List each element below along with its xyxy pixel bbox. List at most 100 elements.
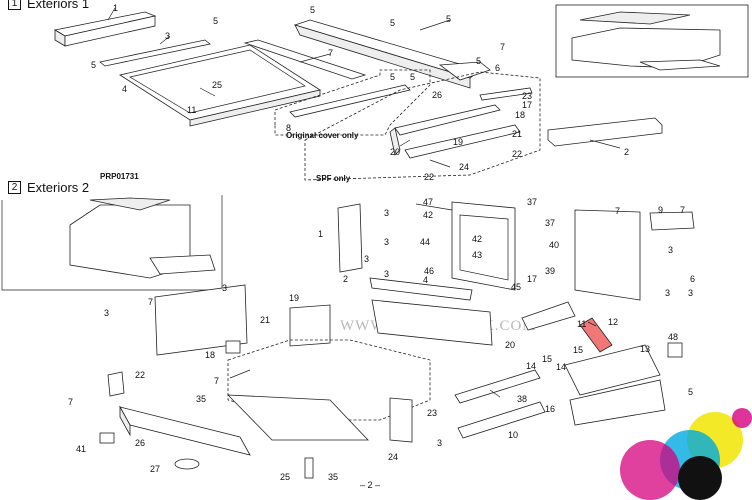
section-exteriors-2: 2 Exteriors 2 xyxy=(8,180,89,195)
callout-label: 21 xyxy=(512,129,522,139)
machine-inset-frame-bottom xyxy=(1,195,223,291)
callout-label: 13 xyxy=(640,344,650,354)
callout-label: 41 xyxy=(76,444,86,454)
callout-label: 5 xyxy=(91,60,96,70)
original-cover-boundary xyxy=(274,69,431,136)
callout-label: 26 xyxy=(432,90,442,100)
callout-label: 6 xyxy=(495,63,500,73)
callout-label: 14 xyxy=(526,361,536,371)
callout-label: 18 xyxy=(205,350,215,360)
callout-label: 16 xyxy=(545,404,555,414)
part-exit-tray xyxy=(569,379,666,426)
part-small-block xyxy=(667,342,683,358)
callout-label: 22 xyxy=(512,149,522,159)
callout-label: 5 xyxy=(410,72,415,82)
part-right-cover xyxy=(574,209,641,301)
part-paper-guide-unit xyxy=(564,344,661,396)
callout-label: 45 xyxy=(511,282,521,292)
callout-label: 3 xyxy=(668,245,673,255)
part-front-frame xyxy=(451,201,516,291)
callout-label: 37 xyxy=(545,218,555,228)
part-control-board xyxy=(154,284,248,356)
callout-label: 5 xyxy=(476,56,481,66)
callout-label: 3 xyxy=(364,254,369,264)
callout-label: 40 xyxy=(549,240,559,250)
callout-label: 38 xyxy=(517,394,527,404)
original-cover-note: Original cover only xyxy=(286,131,359,140)
callout-label: 24 xyxy=(388,452,398,462)
part-small-bracket xyxy=(649,211,695,231)
callout-label: 14 xyxy=(556,362,566,372)
diagram-code: PRP01731 xyxy=(100,172,139,181)
part-lower-rail xyxy=(457,401,546,439)
callout-label: 5 xyxy=(213,16,218,26)
callout-label: 18 xyxy=(515,110,525,120)
callout-label: 22 xyxy=(135,370,145,380)
section-number-box: 1 xyxy=(8,0,21,10)
callout-label: 35 xyxy=(196,394,206,404)
callout-label: 24 xyxy=(459,162,469,172)
callout-label: 7 xyxy=(328,48,333,58)
callout-label: 12 xyxy=(608,317,618,327)
part-front-frame-lower xyxy=(371,299,493,346)
part-front-panel-edge xyxy=(119,405,131,437)
callout-label: 7 xyxy=(615,206,620,216)
callout-label: 19 xyxy=(289,293,299,303)
callout-label: 5 xyxy=(446,14,451,24)
part-knob xyxy=(174,458,200,470)
callout-label: 46 xyxy=(424,266,434,276)
callout-label: 6 xyxy=(690,274,695,284)
decorative-color-circles xyxy=(620,408,752,500)
part-pin xyxy=(304,457,314,479)
callout-label: 15 xyxy=(542,354,552,364)
callout-label: 17 xyxy=(527,274,537,284)
part-label xyxy=(99,432,115,444)
callout-label: 42 xyxy=(472,234,482,244)
machine-inset-frame-top xyxy=(555,4,749,78)
leader-lines xyxy=(107,7,621,398)
callout-label: 5 xyxy=(390,18,395,28)
spf-boundary xyxy=(304,71,541,181)
part-upper-rail xyxy=(369,277,473,301)
spf-note: SPF only xyxy=(316,174,351,183)
callout-label: 15 xyxy=(573,345,583,355)
callout-label: 17 xyxy=(522,100,532,110)
callout-label: 39 xyxy=(545,266,555,276)
part-left-cover xyxy=(337,203,363,273)
callout-label: 7 xyxy=(214,376,219,386)
part-small-cover xyxy=(225,340,241,354)
part-guide-rail xyxy=(454,369,541,404)
callout-label: 27 xyxy=(150,464,160,474)
callout-label: 7 xyxy=(148,297,153,307)
callout-label: 48 xyxy=(668,332,678,342)
callout-label: 20 xyxy=(505,340,515,350)
callout-label: 21 xyxy=(260,315,270,325)
callout-label: 4 xyxy=(423,275,428,285)
part-display-panel xyxy=(289,304,331,347)
callout-label: 3 xyxy=(688,288,693,298)
section-title: Exteriors 1 xyxy=(27,0,90,11)
part-hinge-bracket xyxy=(107,371,125,397)
callout-label: 25 xyxy=(212,80,222,90)
callout-label: 2 xyxy=(343,274,348,284)
part-side-rail xyxy=(243,39,367,80)
callout-label: 3 xyxy=(384,208,389,218)
callout-labels-exteriors-1: 1 5 3 5 4 25 11 7 5 5 5 5 6 7 5 5 8 26 2… xyxy=(91,3,629,182)
callout-label: 7 xyxy=(500,42,505,52)
part-front-rail xyxy=(53,11,157,47)
machine-illustration-top xyxy=(571,11,721,71)
part-top-frame xyxy=(293,19,491,89)
callout-label: 1 xyxy=(113,3,118,13)
part-inner-frame xyxy=(227,394,369,441)
callout-label: 5 xyxy=(688,387,693,397)
part-11-highlighted xyxy=(579,317,613,353)
part-spf-guide xyxy=(389,87,533,159)
callout-label: 3 xyxy=(665,288,670,298)
callout-label: 7 xyxy=(680,205,685,215)
callout-label: 11 xyxy=(187,105,196,115)
callout-label: 9 xyxy=(658,205,663,215)
callout-label: 2 xyxy=(624,147,629,157)
callout-label: 3 xyxy=(384,237,389,247)
